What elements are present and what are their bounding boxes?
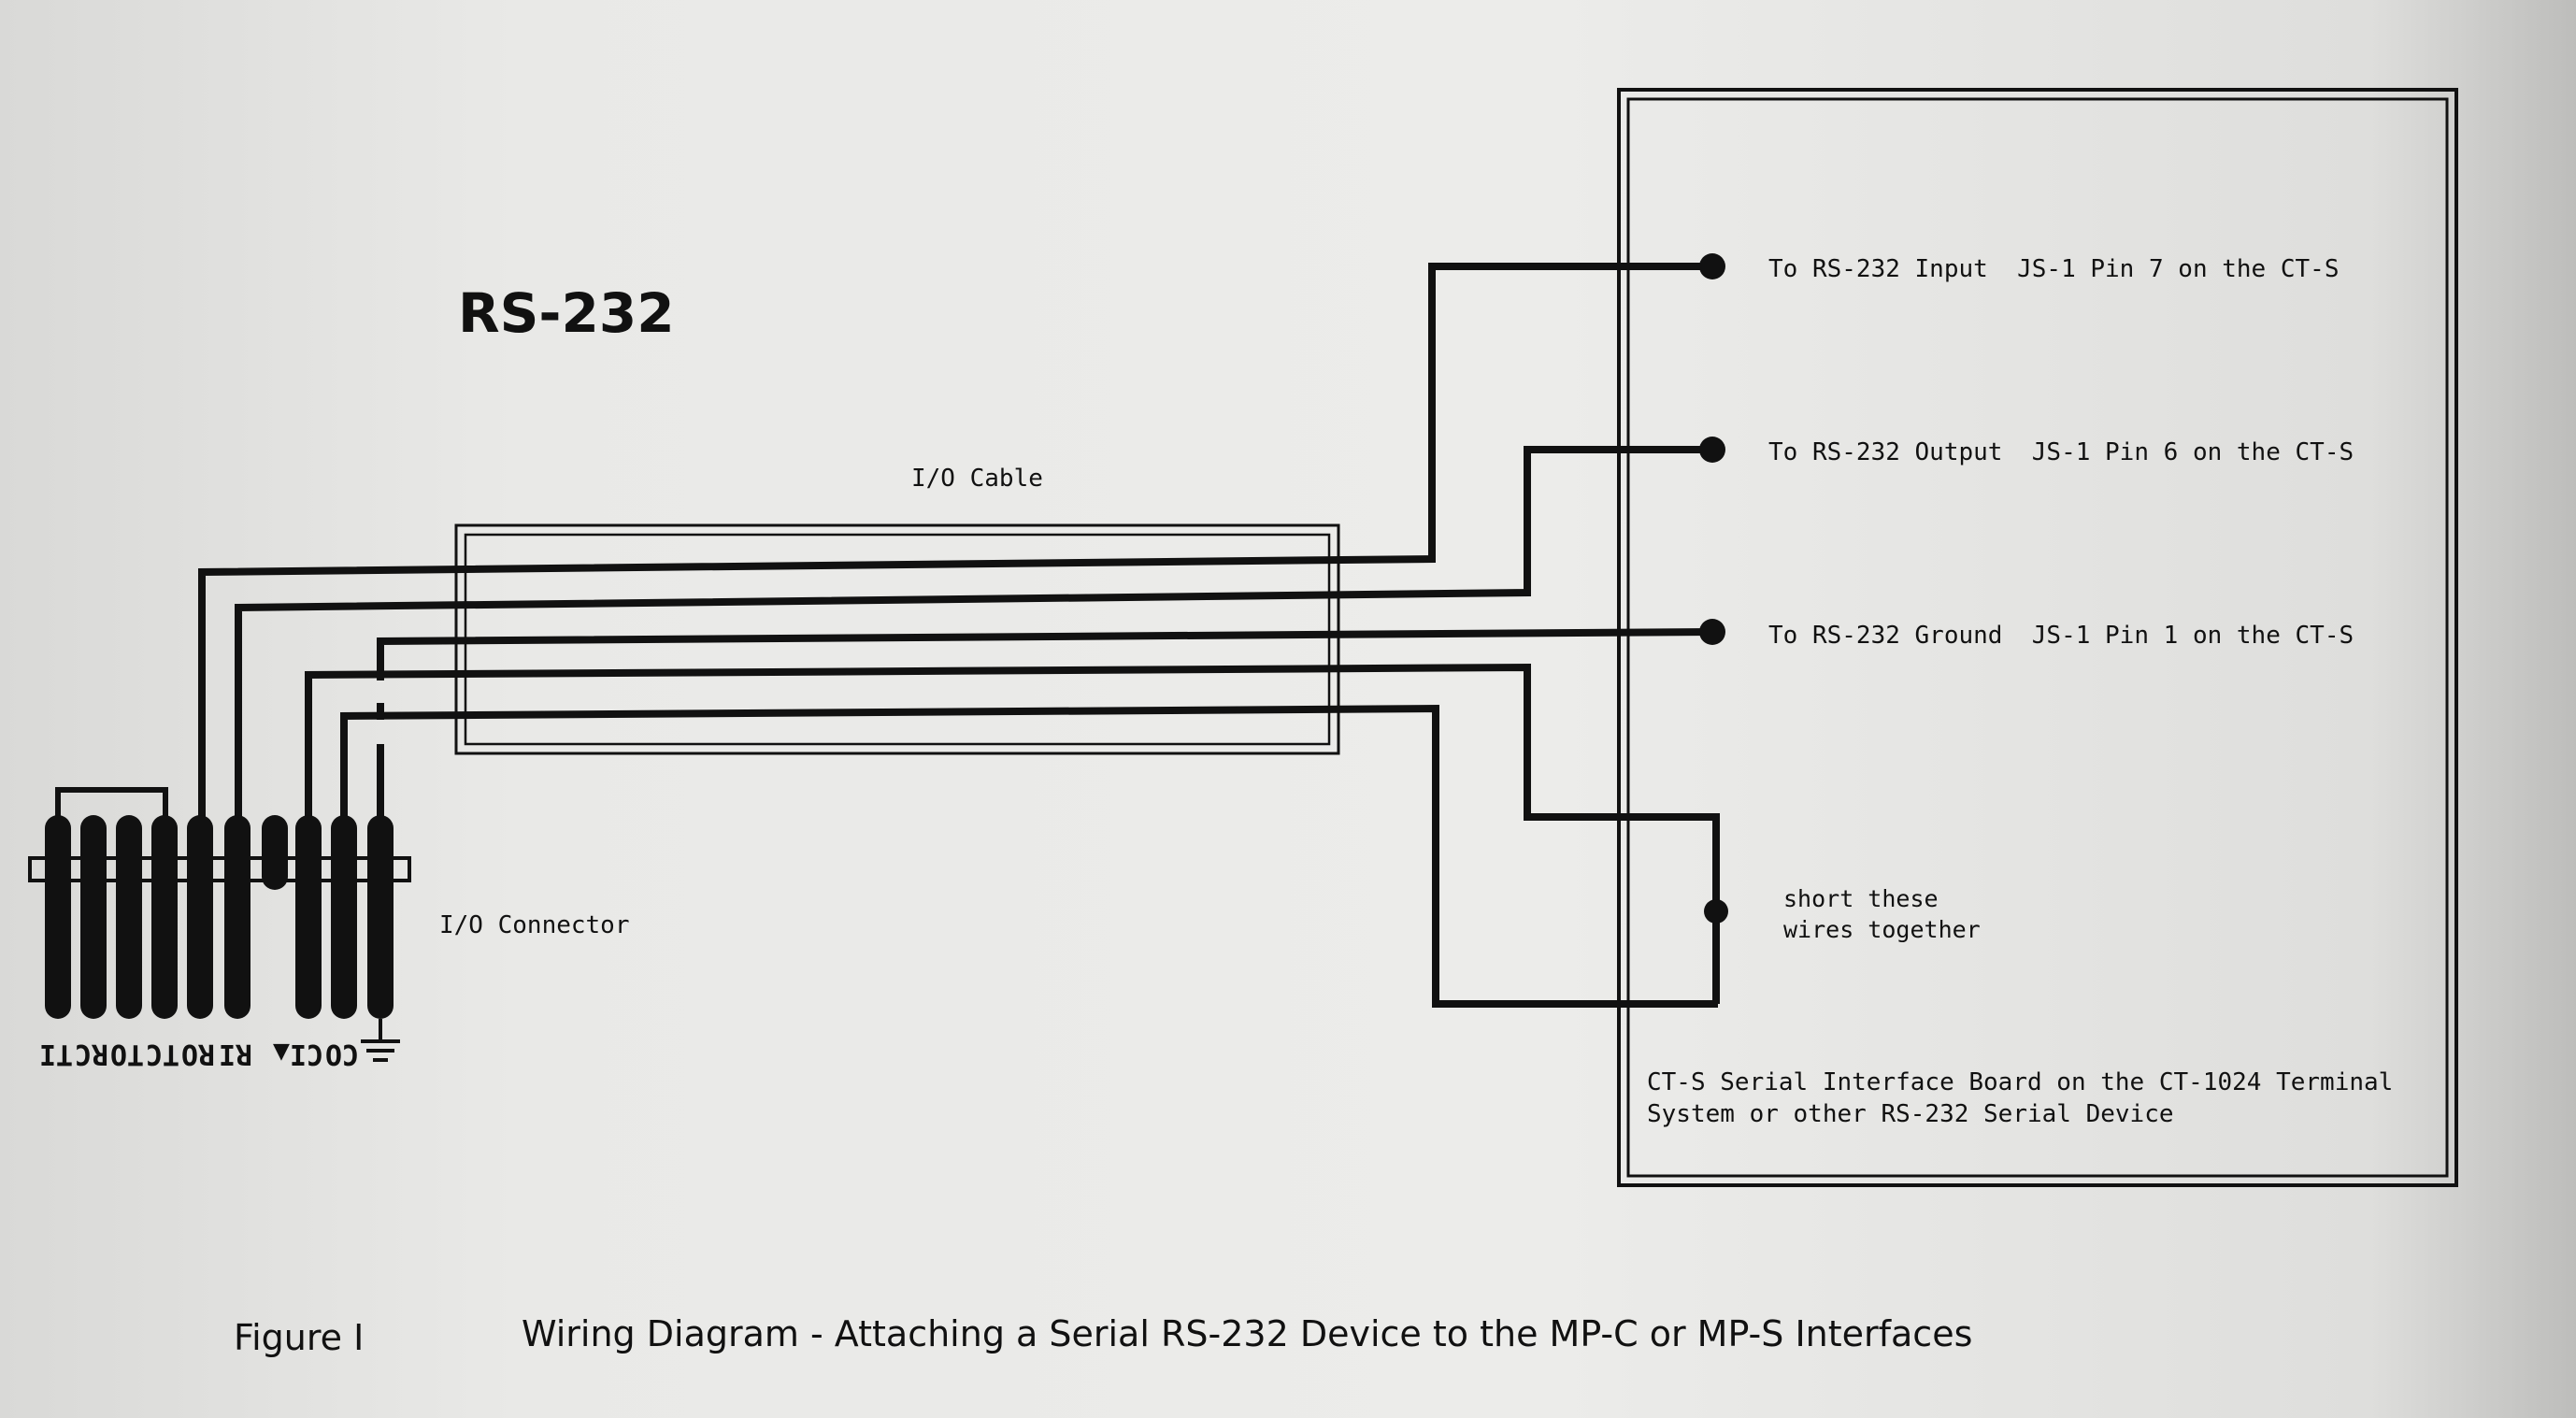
- io-connector-label: I/O Connector: [439, 911, 630, 939]
- pin-label-co: CO: [325, 1038, 359, 1070]
- diagram-title: RS-232: [458, 281, 675, 345]
- pin-to: [116, 815, 142, 1019]
- label-rs232-input: To RS-232 Input JS-1 Pin 7 on the CT-S: [1768, 255, 2339, 283]
- io-cable-label: I/O Cable: [911, 465, 1043, 493]
- pin-label-ci: CI: [290, 1038, 323, 1070]
- label-short-line2: wires together: [1783, 916, 1981, 943]
- figure-caption: Wiring Diagram - Attaching a Serial RS-2…: [522, 1313, 1972, 1354]
- pin-labels: TI RC TO TC RO RI ▲ CI CO: [39, 1038, 359, 1070]
- terminal-output-dot: [1699, 437, 1725, 463]
- pin-co: [331, 815, 357, 1019]
- pin-label-tc: TC: [146, 1038, 179, 1070]
- pin-label-key: ▲: [273, 1038, 290, 1070]
- ground-icon: [361, 1019, 400, 1062]
- label-rs232-output: To RS-232 Output JS-1 Pin 6 on the CT-S: [1768, 438, 2354, 466]
- wire-ground-c: [377, 628, 1713, 680]
- terminal-dots: [1699, 253, 1728, 924]
- io-connector: [28, 815, 411, 1062]
- pin-label-to: TO: [110, 1038, 144, 1070]
- figure-number: Figure I: [234, 1317, 364, 1358]
- pin-label-ro: RO: [181, 1038, 215, 1070]
- pin-gnd: [367, 815, 394, 1019]
- device-board-box: [1617, 88, 2458, 1187]
- pin-rc: [80, 815, 107, 1019]
- terminal-input-dot: [1699, 253, 1725, 279]
- pin-ro: [187, 815, 213, 1019]
- pin-ci: [295, 815, 322, 1019]
- label-board-line1: CT-S Serial Interface Board on the CT-10…: [1647, 1068, 2393, 1096]
- label-short-line1: short these: [1783, 885, 1939, 912]
- label-rs232-ground: To RS-232 Ground JS-1 Pin 1 on the CT-S: [1768, 622, 2354, 650]
- pin-ti: [45, 815, 71, 1019]
- terminal-ground-dot: [1699, 619, 1725, 645]
- pin-label-rc: RC: [75, 1038, 108, 1070]
- wire-input: [198, 263, 1712, 823]
- pin-key: [262, 815, 288, 890]
- wire-output: [235, 446, 1712, 823]
- short-junction-dot: [1704, 899, 1728, 924]
- pin-ri: [224, 815, 250, 1019]
- wire-ci-short: [305, 663, 1720, 1004]
- pin-label-ti: TI: [39, 1038, 73, 1070]
- wires: [55, 263, 1720, 1008]
- wire-co-short: [340, 704, 1718, 1008]
- label-board-line2: System or other RS-232 Serial Device: [1647, 1100, 2174, 1128]
- jumper-ti-tc: [55, 787, 168, 823]
- pin-tc: [151, 815, 178, 1019]
- pin-label-ri: RI: [219, 1038, 252, 1070]
